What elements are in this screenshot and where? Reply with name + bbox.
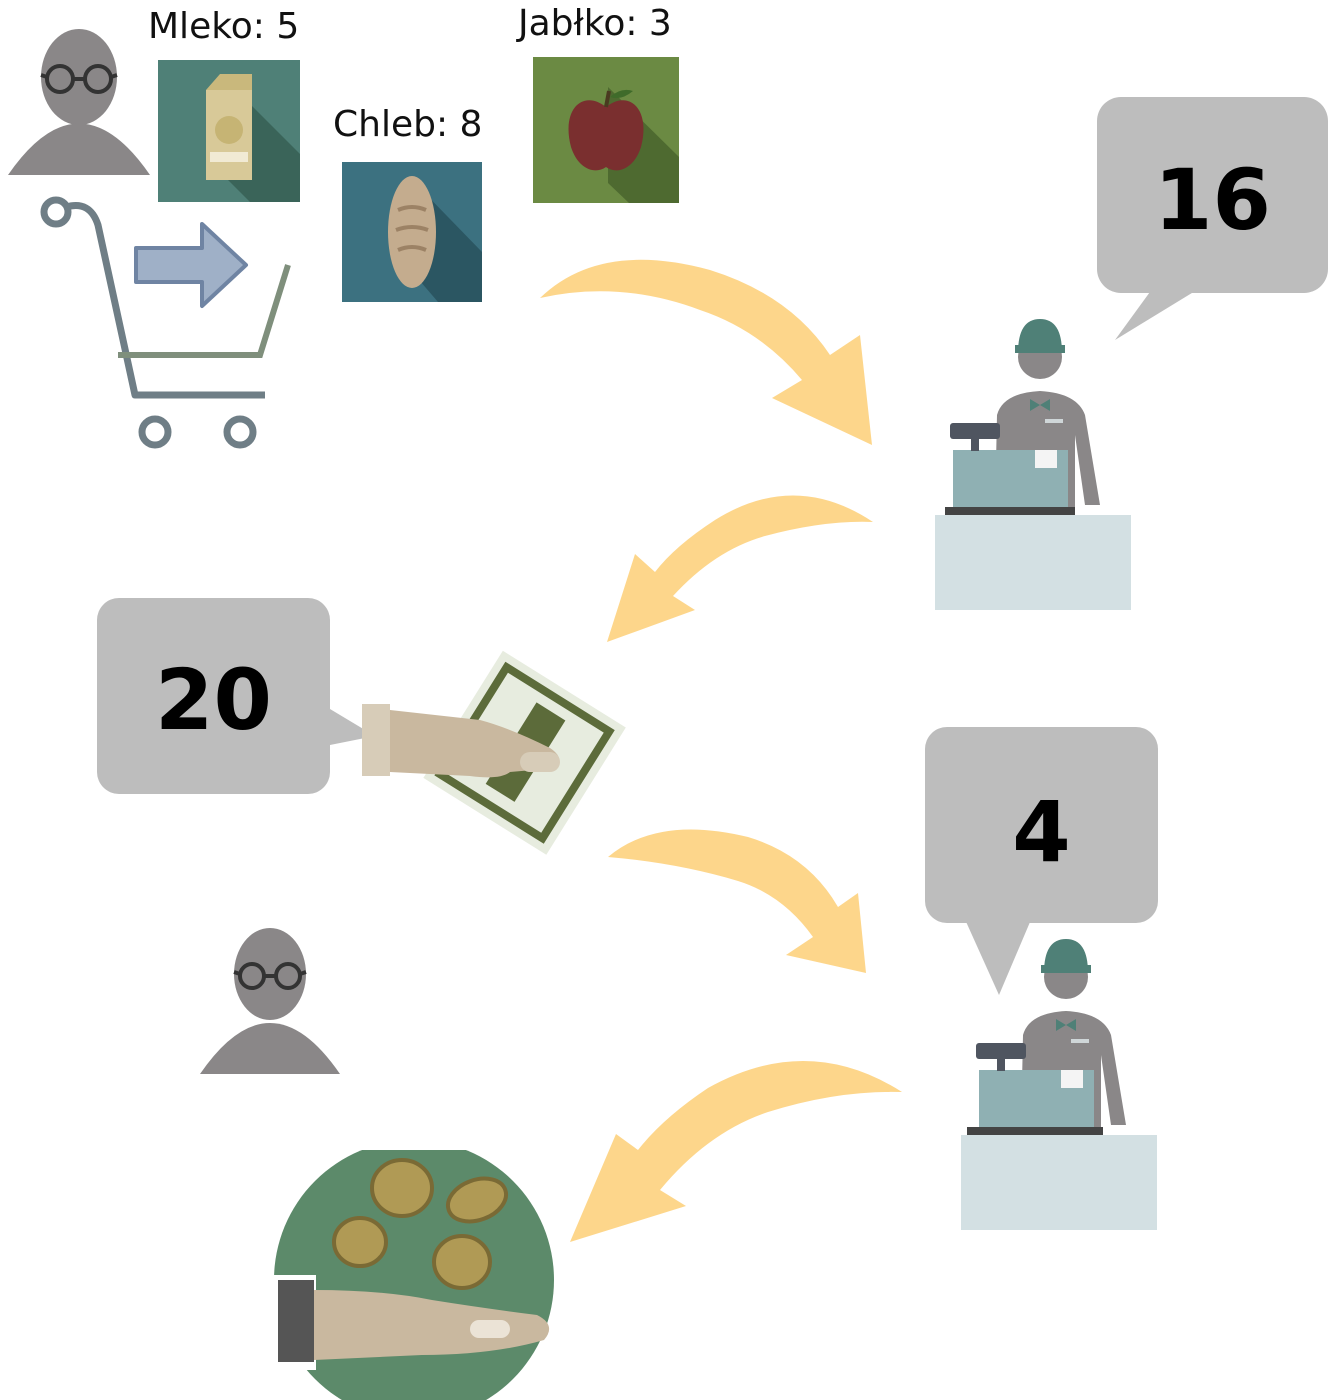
product-label-milk: Mleko: 5 bbox=[148, 6, 300, 47]
change-coins-hand-icon bbox=[272, 1150, 554, 1400]
flow-arrow-2 bbox=[607, 495, 873, 642]
apple-icon bbox=[533, 57, 679, 203]
bubble-change-value: 4 bbox=[1012, 783, 1071, 881]
milk-carton-icon bbox=[158, 60, 300, 202]
add-to-cart-arrow-icon bbox=[134, 222, 248, 308]
bread-icon bbox=[342, 162, 482, 302]
cashier-icon bbox=[935, 319, 1131, 610]
speech-bubble-total bbox=[1097, 97, 1328, 340]
flow-arrow-3 bbox=[608, 829, 866, 973]
shopper-icon bbox=[8, 29, 150, 175]
product-label-bread: Chleb: 8 bbox=[333, 104, 483, 145]
bubble-paid-value: 20 bbox=[155, 651, 272, 749]
hand-with-banknote-icon bbox=[362, 650, 626, 855]
flow-arrow-1 bbox=[540, 259, 872, 445]
flow-arrow-4 bbox=[570, 1060, 902, 1242]
bubble-total-value: 16 bbox=[1154, 151, 1271, 249]
shopping-cart-icon bbox=[40, 196, 291, 449]
shopper-icon-2 bbox=[200, 928, 340, 1074]
cashier-icon-2 bbox=[961, 939, 1157, 1230]
speech-bubble-change bbox=[925, 727, 1158, 995]
product-label-apple: Jabłko: 3 bbox=[518, 3, 672, 44]
